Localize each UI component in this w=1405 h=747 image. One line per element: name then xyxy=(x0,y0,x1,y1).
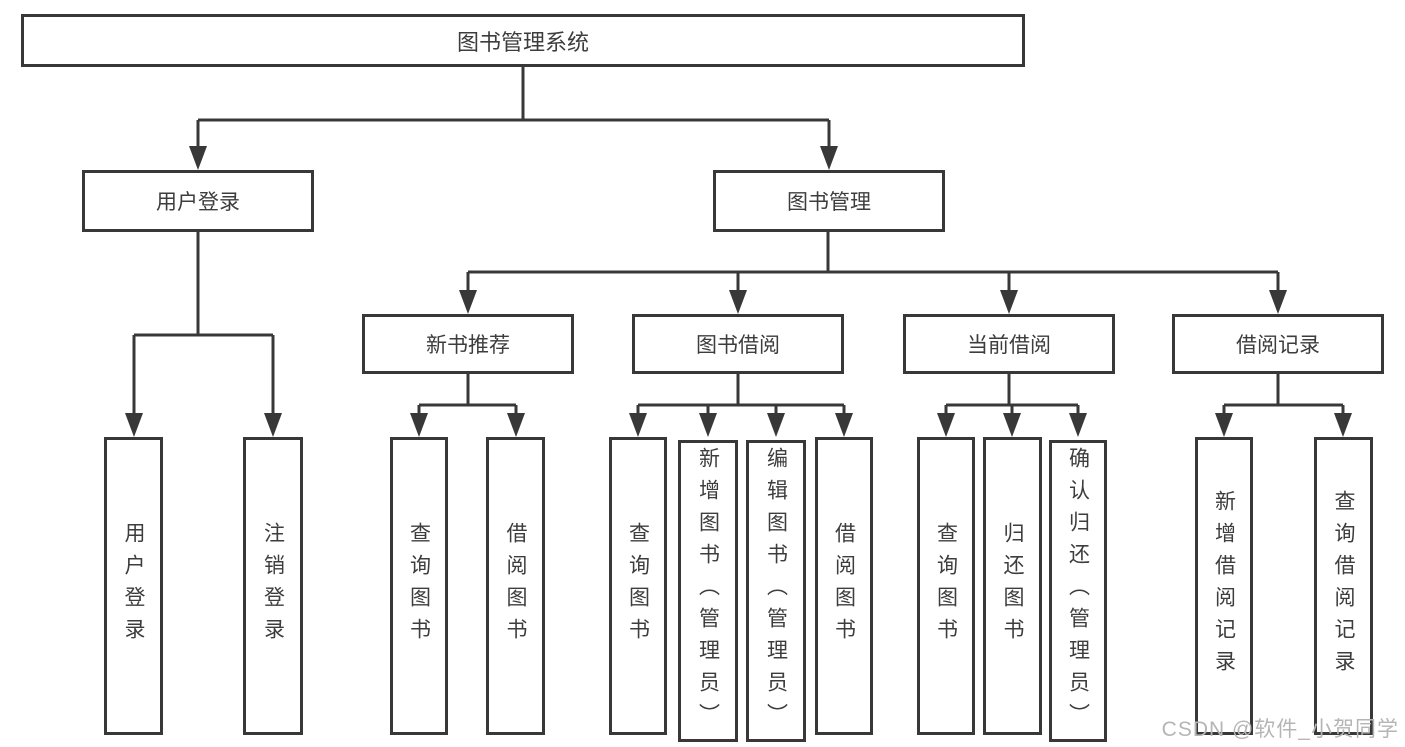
node-label: 当前借阅 xyxy=(967,334,1051,357)
leaf-label: 归还图书 xyxy=(1001,522,1024,650)
leaf-label: 查询图书 xyxy=(934,522,958,650)
node-root-label: 图书管理系统 xyxy=(456,29,589,55)
leaf-label: 查询借阅记录 xyxy=(1332,490,1355,682)
node-root-system: 图书管理系统 xyxy=(21,14,1025,67)
node-borrowing-records: 借阅记录 xyxy=(1172,314,1384,374)
node-label: 图书管理 xyxy=(787,191,871,214)
leaf-label: 编辑图书（管理员） xyxy=(764,447,788,735)
node-label: 借阅记录 xyxy=(1236,334,1320,357)
leaf-label: 确认归还（管理员） xyxy=(1066,447,1090,735)
leaf-edit-book-admin: 编辑图书（管理员） xyxy=(746,440,806,742)
node-label: 用户登录 xyxy=(156,191,240,214)
leaf-user-login: 用户登录 xyxy=(104,437,163,735)
node-book-borrowing: 图书借阅 xyxy=(632,314,844,374)
leaf-confirm-return-admin: 确认归还（管理员） xyxy=(1049,440,1107,742)
leaf-query-book-borrowing: 查询图书 xyxy=(609,437,667,735)
node-user-login-module: 用户登录 xyxy=(82,170,314,232)
leaf-label: 注销登录 xyxy=(261,522,285,650)
leaf-query-borrow-record: 查询借阅记录 xyxy=(1314,437,1373,735)
node-label: 新书推荐 xyxy=(426,334,510,357)
leaf-add-book-admin: 新增图书（管理员） xyxy=(678,440,738,742)
node-label: 图书借阅 xyxy=(696,334,780,357)
leaf-borrow-book-borrowing: 借阅图书 xyxy=(815,437,873,735)
node-new-book-recommend: 新书推荐 xyxy=(362,314,574,374)
leaf-label: 查询图书 xyxy=(407,522,431,650)
leaf-label: 新增图书（管理员） xyxy=(696,447,720,735)
arrowheads xyxy=(125,146,1352,437)
leaf-query-book-current: 查询图书 xyxy=(917,437,975,735)
leaf-label: 借阅图书 xyxy=(504,522,527,650)
leaf-label: 用户登录 xyxy=(122,522,145,650)
leaf-logout: 注销登录 xyxy=(243,437,303,735)
leaf-add-borrow-record: 新增借阅记录 xyxy=(1195,437,1253,735)
node-current-borrowing: 当前借阅 xyxy=(903,314,1115,374)
leaf-query-book-recommend: 查询图书 xyxy=(390,437,448,735)
leaf-label: 借阅图书 xyxy=(832,522,856,650)
leaf-label: 新增借阅记录 xyxy=(1212,490,1236,682)
leaf-label: 查询图书 xyxy=(626,522,650,650)
leaf-borrow-book-recommend: 借阅图书 xyxy=(486,437,545,735)
node-book-management-module: 图书管理 xyxy=(713,170,945,232)
leaf-return-book: 归还图书 xyxy=(983,437,1042,735)
